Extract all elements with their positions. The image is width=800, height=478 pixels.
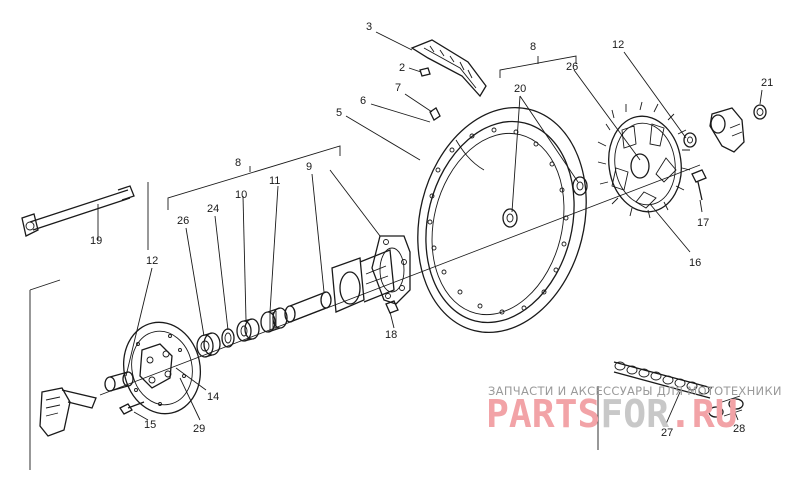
callout-17: 17 [697, 217, 709, 229]
seal-part-24 [221, 328, 235, 348]
callout-6: 6 [360, 95, 366, 107]
wheel-hub [331, 235, 411, 313]
chain-guard-part-3 [410, 39, 487, 98]
callout-18: 18 [385, 329, 397, 341]
callout-10: 10 [235, 189, 247, 201]
callout-19: 19 [90, 235, 102, 247]
callout-8-left: 8 [235, 157, 241, 169]
wheel-bearing-part-20 [502, 176, 588, 228]
assembly-axis [99, 164, 701, 396]
callout-5: 5 [336, 107, 342, 119]
leader-lines [97, 31, 763, 425]
callout-15: 15 [144, 419, 156, 431]
chain-adjuster-left [39, 387, 97, 437]
chain-link-part-28 [708, 395, 744, 418]
bearing-part-10 [236, 318, 260, 342]
callout-2: 2 [399, 62, 405, 74]
callout-12-right: 12 [612, 39, 624, 51]
callout-27: 27 [661, 427, 673, 439]
hub-bolt-part-18 [385, 300, 399, 314]
callout-12-left: 12 [146, 255, 158, 267]
watermark-caption: ЗАПЧАСТИ И АКСЕССУАРЫ ДЛЯ МОТОТЕХНИКИ [488, 384, 782, 398]
watermark-logo-part2: FOR [600, 392, 670, 436]
callout-20: 20 [514, 83, 526, 95]
watermark-logo-part3: .RU [669, 392, 738, 436]
callout-3: 3 [366, 21, 372, 33]
callout-24: 24 [207, 203, 219, 215]
chain-part-27 [613, 361, 713, 399]
bracket-group-8-right [499, 55, 577, 78]
cap-part-21 [753, 104, 767, 120]
callout-28: 28 [733, 423, 745, 435]
axle-nut-part-12 [683, 132, 697, 148]
callout-11: 11 [269, 175, 280, 187]
callout-14: 14 [207, 391, 219, 403]
bearing-left-part-26 [196, 332, 221, 358]
brake-disc-part-12 [122, 321, 202, 415]
sprocket-part-16 [597, 101, 691, 219]
wheel-rim-part-5 [417, 106, 587, 334]
callout-26-right: 26 [566, 61, 578, 73]
callout-16: 16 [689, 257, 701, 269]
sprocket-bolt-part-17 [691, 169, 707, 201]
screw-part-7 [429, 107, 441, 121]
callout-29: 29 [193, 423, 205, 435]
bracket-group-8-left [167, 145, 341, 210]
frame-line-left [29, 279, 61, 470]
bolt-part-15 [119, 401, 145, 415]
screw-part-2 [419, 67, 431, 77]
callout-8-right: 8 [530, 41, 536, 53]
callout-9: 9 [306, 161, 312, 173]
chain-adjuster-right [709, 107, 745, 153]
needle-bearing-part-11 [260, 307, 288, 333]
callout-7: 7 [395, 82, 401, 94]
callout-21: 21 [761, 77, 773, 89]
spacer-left [104, 371, 134, 392]
axle-part-19 [21, 185, 135, 237]
watermark-logo: PARTSFOR.RU [486, 392, 738, 436]
watermark-logo-part1: PARTS [486, 392, 601, 436]
spacer-tube-part-9 [284, 291, 332, 323]
callout-26-left: 26 [177, 215, 189, 227]
